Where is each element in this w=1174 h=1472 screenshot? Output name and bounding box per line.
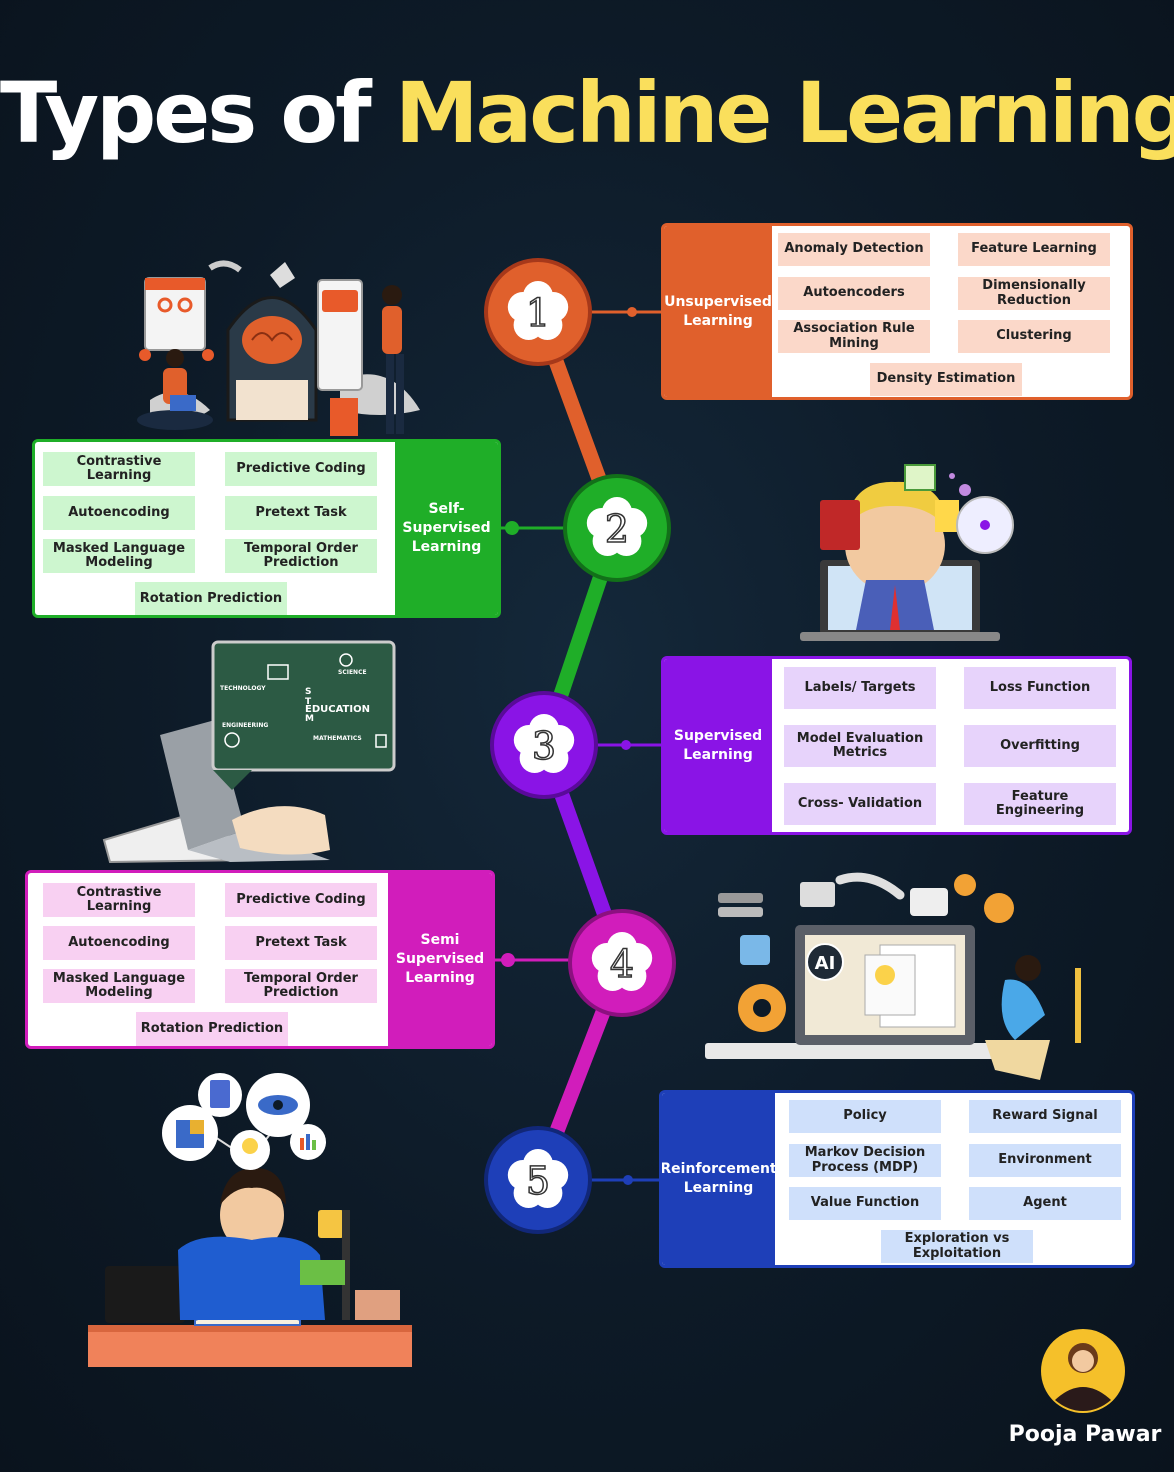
unsupervised-item: Anomaly Detection xyxy=(778,233,930,266)
author-avatar xyxy=(1041,1329,1125,1413)
node-2: 2 xyxy=(563,474,671,582)
supervised-item: Labels/ Targets xyxy=(784,667,936,709)
illustration-student xyxy=(88,1073,412,1367)
node-4-number: 4 xyxy=(610,942,634,986)
semi-supervised-item: Rotation Prediction xyxy=(136,1012,288,1046)
illustration-laptop-person xyxy=(800,464,1014,641)
node-5: 5 xyxy=(484,1126,592,1234)
reinforcement-item: Agent xyxy=(969,1187,1121,1220)
page-title: Types of Machine Learning xyxy=(0,64,1174,162)
illustration-brain-lab xyxy=(137,260,420,436)
unsupervised-item: Autoencoders xyxy=(778,277,930,310)
semi-supervised-item: Contrastive Learning xyxy=(43,883,195,917)
board-stem-t: T xyxy=(305,697,312,707)
branch-1 xyxy=(585,307,664,317)
semi-supervised-item: Temporal Order Prediction xyxy=(225,969,377,1003)
unsupervised-item: Clustering xyxy=(958,320,1110,353)
reinforcement-item: Value Function xyxy=(789,1187,941,1220)
semi-supervised-item: Masked Language Modeling xyxy=(43,969,195,1003)
board-education: EDUCATION xyxy=(305,704,370,715)
self-supervised-item: Contrastive Learning xyxy=(43,452,195,486)
board-engineering: ENGINEERING xyxy=(222,722,268,729)
self-supervised-item: Temporal Order Prediction xyxy=(225,539,377,573)
reinforcement-item: Policy xyxy=(789,1100,941,1133)
title-part-white: Types of xyxy=(0,64,395,162)
reinforcement-item: Environment xyxy=(969,1144,1121,1177)
semi-supervised-item: Autoencoding xyxy=(43,926,195,960)
ai-badge: AI xyxy=(815,953,836,974)
author-name: Pooja Pawar xyxy=(1008,1422,1162,1447)
board-science: SCIENCE xyxy=(338,669,367,676)
semi-supervised-item: Predictive Coding xyxy=(225,883,377,917)
self-supervised-item: Predictive Coding xyxy=(225,452,377,486)
node-5-number: 5 xyxy=(526,1159,550,1203)
unsupervised-item: Dimensionally Reduction xyxy=(958,277,1110,310)
self-supervised-item: Pretext Task xyxy=(225,496,377,530)
node-3-number: 3 xyxy=(532,724,556,768)
reinforcement-item: Exploration vs Exploitation xyxy=(881,1230,1033,1263)
node-4: 4 xyxy=(568,909,676,1017)
node-3: 3 xyxy=(490,691,598,799)
supervised-item: Feature Engineering xyxy=(964,783,1116,825)
supervised-item: Model Evaluation Metrics xyxy=(784,725,936,767)
illustration-stem-laptop: TECHNOLOGY SCIENCE S T EDUCATION M ENGIN… xyxy=(102,640,396,864)
unsupervised-item: Density Estimation xyxy=(870,363,1022,396)
self-supervised-item: Autoencoding xyxy=(43,496,195,530)
board-technology: TECHNOLOGY xyxy=(220,685,266,692)
self-supervised-item: Rotation Prediction xyxy=(135,582,287,615)
node-1: 1 xyxy=(484,258,592,366)
branch-2 xyxy=(500,521,570,535)
title-part-accent: Machine Learning xyxy=(394,64,1174,162)
branch-3 xyxy=(591,740,664,750)
unsupervised-item: Feature Learning xyxy=(958,233,1110,266)
node-2-number: 2 xyxy=(605,507,629,551)
branch-4 xyxy=(495,953,575,967)
semi-supervised-item: Pretext Task xyxy=(225,926,377,960)
supervised-item: Cross- Validation xyxy=(784,783,936,825)
illustration-ai-woman: AI xyxy=(705,872,1081,1080)
unsupervised-item: Association Rule Mining xyxy=(778,320,930,353)
self-supervised-item: Masked Language Modeling xyxy=(43,539,195,573)
board-stem-m: M xyxy=(305,714,314,724)
branch-5 xyxy=(585,1175,661,1185)
supervised-item: Loss Function xyxy=(964,667,1116,709)
node-1-number: 1 xyxy=(526,291,550,335)
board-mathematics: MATHEMATICS xyxy=(313,735,362,742)
card-semi-supervised-learning: Contrastive Learning Predictive Coding A… xyxy=(25,870,495,1049)
reinforcement-item: Markov Decision Process (MDP) xyxy=(789,1144,941,1177)
card-self-supervised-learning: Contrastive Learning Predictive Coding A… xyxy=(32,439,501,618)
supervised-item: Overfitting xyxy=(964,725,1116,767)
reinforcement-item: Reward Signal xyxy=(969,1100,1121,1133)
board-stem-s: S xyxy=(305,687,311,697)
